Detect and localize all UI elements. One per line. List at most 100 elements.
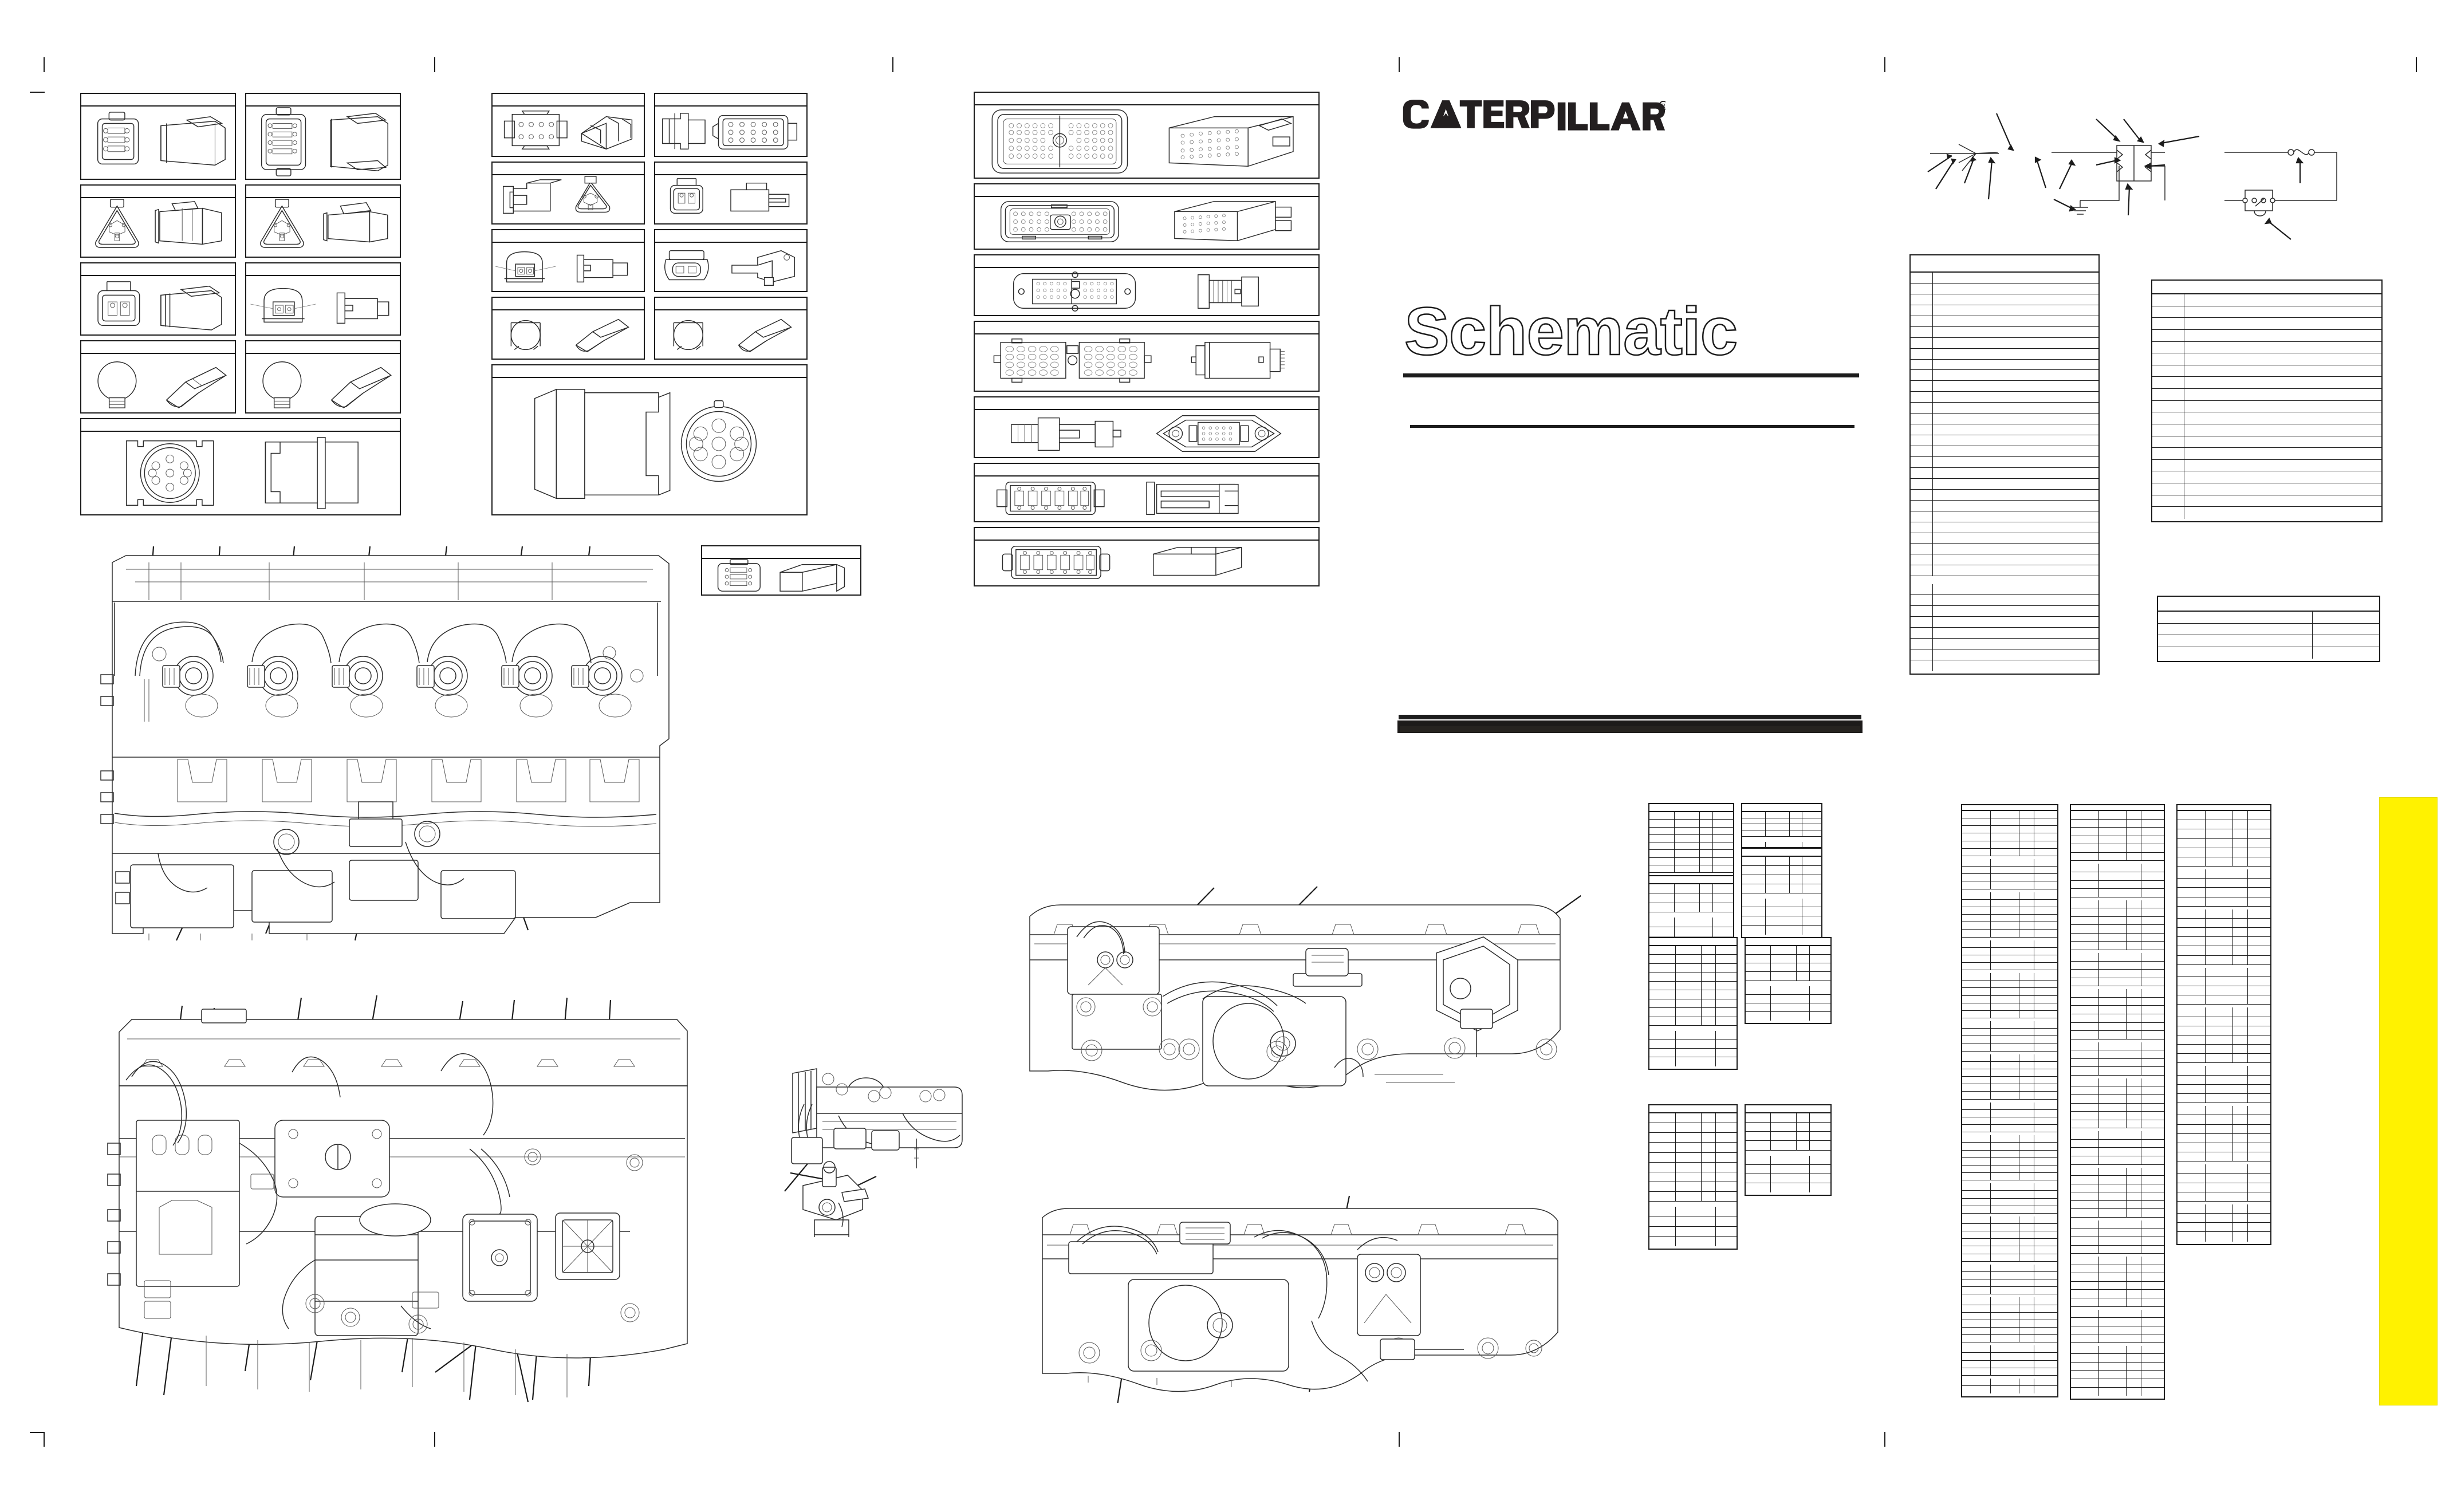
- table-row[interactable]: [2071, 1309, 2164, 1318]
- table-row[interactable]: [1649, 842, 1733, 850]
- table-row[interactable]: [1911, 660, 2098, 671]
- table-row[interactable]: [1962, 1335, 2057, 1343]
- table-row[interactable]: [2178, 909, 2270, 919]
- table-row[interactable]: [1962, 1198, 2057, 1206]
- table-row[interactable]: [1911, 617, 2098, 628]
- table-row[interactable]: [1962, 1368, 2057, 1376]
- wire-table[interactable]: [1648, 1104, 1738, 1250]
- table-row[interactable]: [1962, 1109, 2057, 1117]
- table-row[interactable]: [1911, 489, 2098, 501]
- table-row[interactable]: [2071, 1362, 2164, 1371]
- table-row[interactable]: [1911, 348, 2098, 360]
- table-row[interactable]: [1911, 446, 2098, 457]
- table-row[interactable]: [2178, 838, 2270, 848]
- table-row[interactable]: [1962, 899, 2057, 907]
- table-row[interactable]: [2178, 1152, 2270, 1162]
- table-row[interactable]: [1746, 1164, 1830, 1174]
- table-row[interactable]: [1962, 981, 2057, 989]
- table-row[interactable]: [2178, 897, 2270, 907]
- table-row[interactable]: [1962, 867, 2057, 875]
- table-row[interactable]: [1649, 857, 1733, 865]
- table-row[interactable]: [1962, 1029, 2057, 1037]
- table-row[interactable]: [2071, 953, 2164, 962]
- table-row[interactable]: [1649, 918, 1733, 927]
- table-row[interactable]: [2178, 1017, 2270, 1026]
- table-row[interactable]: [1649, 999, 1737, 1009]
- table-row[interactable]: [1962, 930, 2057, 938]
- table-row[interactable]: [2071, 1050, 2164, 1059]
- table-row[interactable]: [2178, 1174, 2270, 1183]
- wire-table[interactable]: [1745, 937, 1832, 1024]
- table-row[interactable]: [1649, 827, 1733, 835]
- table-row[interactable]: [1911, 273, 2098, 284]
- table-row[interactable]: [2178, 946, 2270, 956]
- table-row[interactable]: [1649, 963, 1737, 973]
- table-row[interactable]: [2152, 329, 2381, 342]
- table-row[interactable]: [1649, 1226, 1737, 1237]
- table-row[interactable]: [1742, 818, 1821, 825]
- connector-box[interactable]: [491, 93, 645, 157]
- table-row[interactable]: [2071, 1022, 2164, 1031]
- table-row[interactable]: [1742, 865, 1821, 875]
- table-row[interactable]: [2071, 1265, 2164, 1274]
- table-row[interactable]: [1649, 1182, 1737, 1192]
- table-row[interactable]: [2071, 1014, 2164, 1023]
- table-row[interactable]: [1962, 1135, 2057, 1143]
- table-row[interactable]: [1742, 875, 1821, 884]
- table-row[interactable]: [2071, 1245, 2164, 1254]
- table-row[interactable]: [2152, 436, 2381, 448]
- table-row[interactable]: [1911, 403, 2098, 414]
- table-row[interactable]: [2178, 811, 2270, 821]
- table-row[interactable]: [2152, 412, 2381, 424]
- table-row[interactable]: [1742, 884, 1821, 893]
- table-row[interactable]: [2071, 836, 2164, 845]
- table-row[interactable]: [2178, 1093, 2270, 1104]
- table-row[interactable]: [1911, 305, 2098, 316]
- table-row[interactable]: [2178, 1035, 2270, 1045]
- table-row[interactable]: [1911, 467, 2098, 479]
- connector-box[interactable]: [654, 297, 808, 360]
- table-row[interactable]: [2178, 1232, 2270, 1242]
- table-row[interactable]: [1911, 533, 2098, 544]
- table-row[interactable]: [2071, 864, 2164, 872]
- table-row[interactable]: [1962, 1036, 2057, 1044]
- table-row[interactable]: [1746, 1113, 1830, 1123]
- connector-box[interactable]: [974, 183, 1320, 250]
- table-row[interactable]: [2071, 1237, 2164, 1246]
- table-row[interactable]: [1911, 606, 2098, 617]
- table-row[interactable]: [1742, 926, 1821, 935]
- table-row[interactable]: [1911, 638, 2098, 649]
- table-row[interactable]: [2152, 424, 2381, 436]
- table-row[interactable]: [2178, 1183, 2270, 1192]
- table-row[interactable]: [1911, 370, 2098, 381]
- table-row[interactable]: [2071, 1095, 2164, 1104]
- table-row[interactable]: [1962, 1223, 2057, 1232]
- table-row[interactable]: [1911, 478, 2098, 490]
- table-row[interactable]: [1911, 544, 2098, 555]
- table-row[interactable]: [1962, 1287, 2057, 1295]
- harness-list-table[interactable]: [2151, 279, 2383, 522]
- table-row[interactable]: [1962, 1021, 2057, 1029]
- table-row[interactable]: [2178, 1106, 2270, 1116]
- table-row[interactable]: [1649, 1017, 1737, 1026]
- connector-box[interactable]: [701, 545, 861, 596]
- table-row[interactable]: [1649, 1113, 1737, 1124]
- table-row[interactable]: [1962, 841, 2057, 849]
- table-row[interactable]: [1742, 898, 1821, 908]
- table-row[interactable]: [2071, 1156, 2164, 1165]
- table-row[interactable]: [2178, 1026, 2270, 1035]
- connector-box[interactable]: [245, 340, 401, 414]
- table-row[interactable]: [1962, 818, 2057, 826]
- table-row[interactable]: [2071, 1042, 2164, 1051]
- table-row[interactable]: [1962, 907, 2057, 915]
- table-row[interactable]: [1742, 824, 1821, 830]
- table-row[interactable]: [2071, 828, 2164, 836]
- table-row[interactable]: [2178, 1143, 2270, 1153]
- revision-block-table[interactable]: [2157, 596, 2380, 662]
- table-row[interactable]: [1649, 1057, 1737, 1066]
- table-row[interactable]: [1649, 820, 1733, 828]
- table-row[interactable]: [1746, 1141, 1830, 1151]
- table-row[interactable]: [2071, 1184, 2164, 1193]
- table-row[interactable]: [2071, 1192, 2164, 1201]
- table-row[interactable]: [1962, 1271, 2057, 1280]
